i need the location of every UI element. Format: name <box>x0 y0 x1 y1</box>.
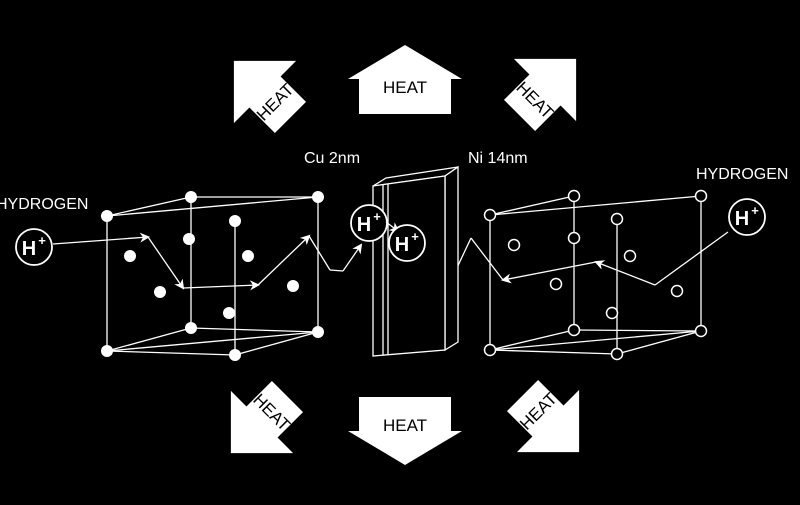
heat-label-top-center: HEAT <box>383 78 427 97</box>
proton-slab-entry: H + <box>350 204 388 242</box>
cu-layer-label: Cu 2nm <box>304 150 360 167</box>
block-arrow-icon <box>503 58 577 132</box>
proton-charge: + <box>411 229 419 244</box>
cube-lattice-icon <box>489 195 702 355</box>
block-arrow-icon <box>348 45 462 114</box>
proton-symbol: H <box>735 208 749 230</box>
proton-symbol: H <box>22 238 36 260</box>
block-arrow-icon <box>348 397 462 465</box>
ni-layer-label: Ni 14nm <box>468 150 528 167</box>
right-lattice <box>426 189 729 361</box>
proton-left: H + <box>15 228 53 266</box>
metal-slab <box>372 165 459 357</box>
proton-right: H + <box>728 198 766 236</box>
heat-arrow-top-center: HEAT <box>348 45 462 114</box>
proton-charge: + <box>373 209 381 224</box>
heat-arrow-bottom-center: HEAT <box>348 397 462 465</box>
block-arrow-icon <box>506 379 580 453</box>
heat-arrow-top-right: HEAT <box>503 58 577 132</box>
proton-charge: + <box>751 203 759 218</box>
left-lattice <box>52 191 363 361</box>
heat-arrow-top-left: HEAT <box>233 60 307 134</box>
slab-side <box>444 165 459 352</box>
proton-symbol: H <box>357 214 371 236</box>
proton-symbol: H <box>395 234 409 256</box>
heat-label-bottom-center: HEAT <box>383 416 427 435</box>
proton-circle-icon <box>388 224 426 262</box>
proton-slab-inside: H + <box>388 224 426 262</box>
block-arrow-icon <box>233 60 307 134</box>
proton-charge: + <box>38 233 46 248</box>
heat-arrow-bottom-left: HEAT <box>230 380 304 454</box>
heat-arrow-bottom-right: HEAT <box>506 379 580 453</box>
block-arrow-icon <box>230 380 304 454</box>
proton-circle-icon <box>15 228 53 266</box>
slab-front <box>372 175 446 357</box>
proton-circle-icon <box>728 198 766 236</box>
cube-lattice-icon <box>106 196 319 356</box>
hydrogen-label-left: HYDROGEN <box>0 196 88 213</box>
hydrogen-label-right: HYDROGEN <box>696 166 788 183</box>
